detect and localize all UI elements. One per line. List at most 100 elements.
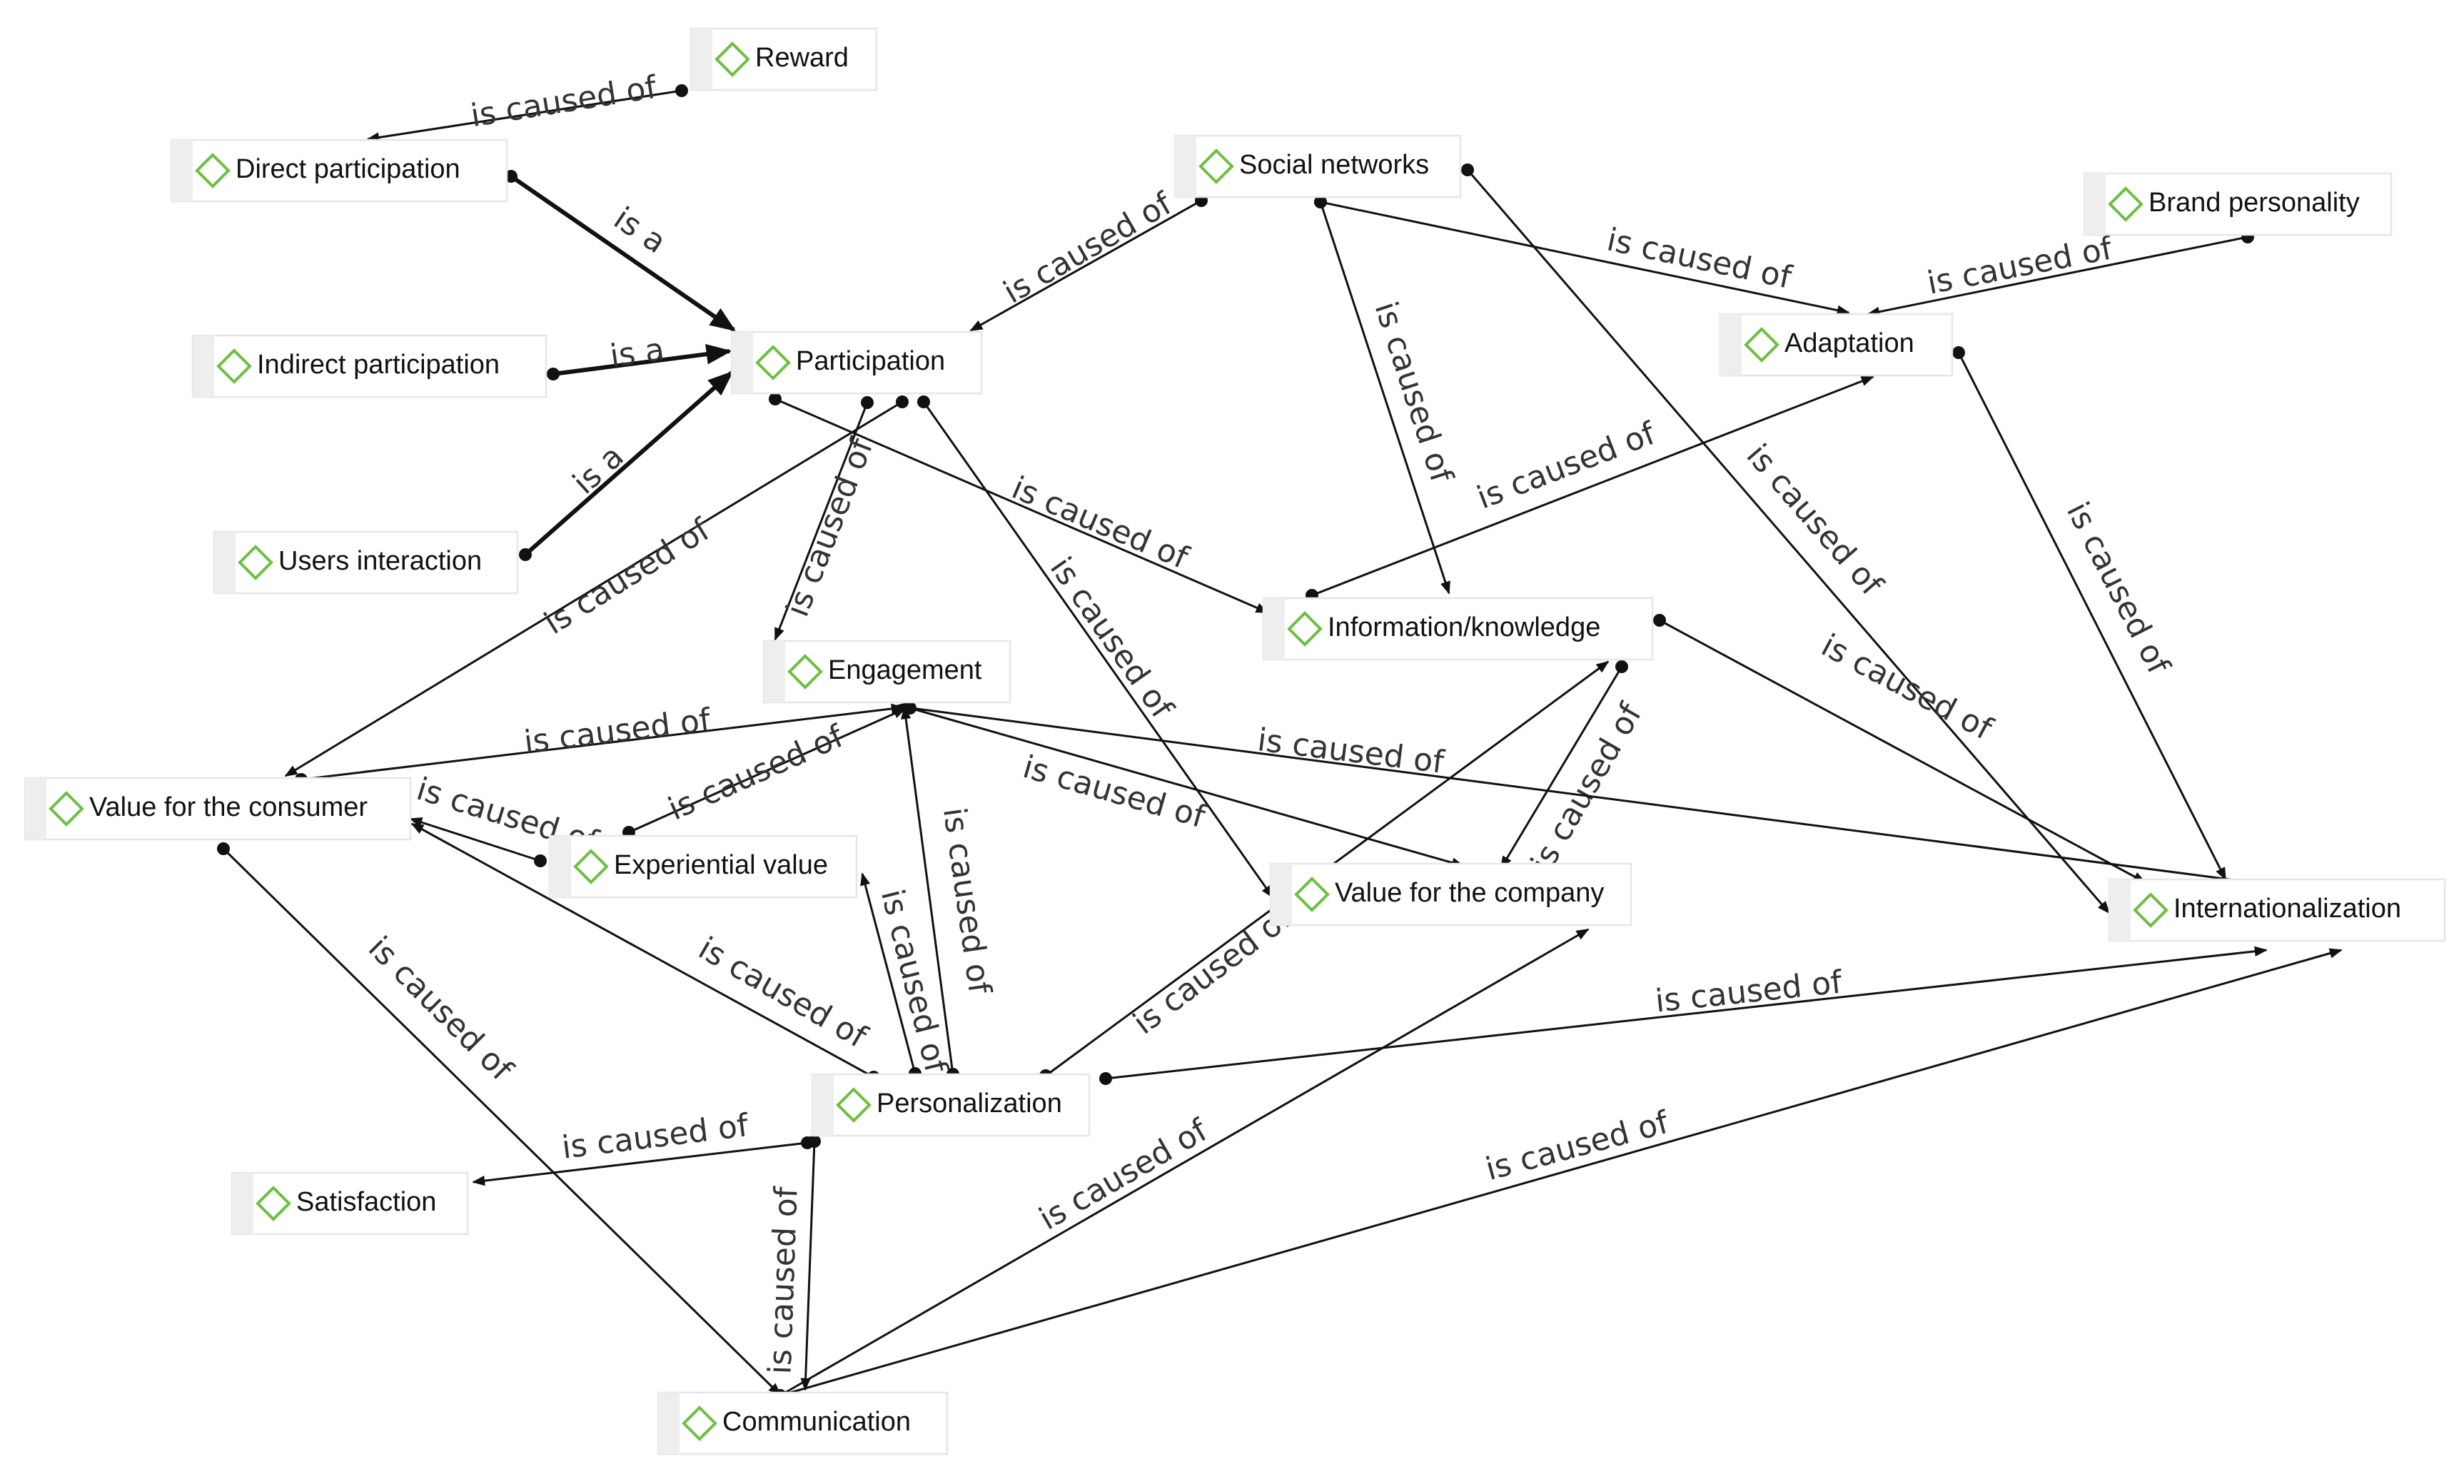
edge-source-dot xyxy=(1615,660,1628,673)
node-label: Direct participation xyxy=(236,154,460,184)
edge-label: is caused of xyxy=(936,805,998,997)
node-personalization[interactable]: Personalization xyxy=(811,1073,1091,1137)
edge-social-to-info[interactable]: is caused of xyxy=(1314,196,1460,595)
edge-line[interactable] xyxy=(900,706,954,1075)
edge-participation-to-engagement[interactable]: is caused of xyxy=(774,396,881,641)
concept-diamond-icon xyxy=(573,849,609,884)
edge-line[interactable] xyxy=(301,703,904,781)
edge-communication-to-intl[interactable]: is caused of xyxy=(774,948,2343,1402)
node-users[interactable]: Users interaction xyxy=(213,530,519,595)
node-direct[interactable]: Direct participation xyxy=(170,138,508,203)
node-experiential[interactable]: Experiential value xyxy=(548,834,858,899)
edge-line[interactable] xyxy=(1319,201,1450,595)
edge-line[interactable] xyxy=(894,702,2274,887)
node-label: Brand personality xyxy=(2149,188,2360,218)
node-box[interactable] xyxy=(1719,313,1954,377)
node-box[interactable] xyxy=(811,1073,1091,1137)
edge-line[interactable] xyxy=(779,928,1590,1397)
node-social[interactable]: Social networks xyxy=(1173,134,1462,198)
edge-line[interactable] xyxy=(524,370,734,557)
node-side-tab xyxy=(2084,173,2106,235)
node-box[interactable] xyxy=(213,530,519,595)
edge-indirect-to-participation[interactable]: is a xyxy=(547,331,732,380)
edge-line[interactable] xyxy=(1500,666,1623,869)
edge-line[interactable] xyxy=(860,872,917,1074)
edge-line[interactable] xyxy=(774,402,869,641)
node-box[interactable] xyxy=(690,27,878,91)
edge-line[interactable] xyxy=(922,401,1274,899)
node-communication[interactable]: Communication xyxy=(657,1391,949,1455)
edge-line[interactable] xyxy=(628,707,907,834)
edge-line[interactable] xyxy=(366,89,682,143)
edge-source-dot xyxy=(1314,196,1327,208)
node-label: Users interaction xyxy=(278,546,482,576)
edge-line[interactable] xyxy=(510,174,736,332)
edge-label: is caused of xyxy=(779,433,881,622)
concept-diamond-icon xyxy=(1287,611,1323,647)
edge-line[interactable] xyxy=(472,1141,808,1186)
node-box[interactable] xyxy=(1269,862,1632,927)
edge-engagement-to-vcompany[interactable]: is caused of xyxy=(904,702,1465,868)
node-brand[interactable]: Brand personality xyxy=(2083,172,2393,236)
node-box[interactable] xyxy=(24,777,412,841)
edge-reward-to-direct[interactable]: is caused of xyxy=(366,69,688,143)
edge-line[interactable] xyxy=(779,948,2343,1397)
node-vconsumer[interactable]: Value for the consumer xyxy=(24,777,412,841)
edge-direct-to-participation[interactable]: is a xyxy=(505,170,736,332)
edge-label: is caused of xyxy=(1019,749,1210,836)
edge-line[interactable] xyxy=(284,400,903,777)
node-vcompany[interactable]: Value for the company xyxy=(1269,862,1632,927)
edge-brand-to-adaptation[interactable]: is caused of xyxy=(1867,230,2254,317)
edge-personalization-to-communication[interactable]: is caused of xyxy=(762,1135,821,1391)
edge-line[interactable] xyxy=(1957,352,2227,881)
edge-info-to-vcompany[interactable]: is caused of xyxy=(1500,660,1650,878)
edge-line[interactable] xyxy=(1311,375,1874,597)
edge-line[interactable] xyxy=(552,343,732,376)
edge-label: is caused of xyxy=(762,1185,804,1375)
edge-line[interactable] xyxy=(409,817,541,862)
edge-line[interactable] xyxy=(410,822,874,1079)
node-participation[interactable]: Participation xyxy=(730,330,983,395)
node-adaptation[interactable]: Adaptation xyxy=(1719,313,1954,377)
edge-social-to-participation[interactable]: is caused of xyxy=(969,185,1208,332)
concept-diamond-icon xyxy=(682,1405,717,1441)
node-box[interactable] xyxy=(1173,134,1462,198)
edge-line[interactable] xyxy=(1105,946,2268,1080)
concept-diamond-icon xyxy=(1294,877,1330,912)
edge-line[interactable] xyxy=(1466,169,2111,914)
edge-line[interactable] xyxy=(800,1141,816,1391)
edge-label: is caused of xyxy=(997,185,1178,311)
node-box[interactable] xyxy=(762,640,1011,704)
node-reward[interactable]: Reward xyxy=(690,27,878,91)
node-label: Social networks xyxy=(1239,150,1429,180)
node-label: Information/knowledge xyxy=(1328,612,1600,642)
edge-line[interactable] xyxy=(222,847,782,1396)
node-side-tab xyxy=(732,332,753,393)
node-engagement[interactable]: Engagement xyxy=(762,640,1011,704)
node-side-tab xyxy=(764,641,785,702)
edge-line[interactable] xyxy=(1320,201,1850,316)
edge-info-to-intl[interactable]: is caused of xyxy=(1653,614,2146,884)
edge-label: is caused of xyxy=(1815,627,1999,748)
node-side-tab xyxy=(658,1393,680,1454)
edge-social-to-adaptation[interactable]: is caused of xyxy=(1314,196,1850,316)
node-box[interactable] xyxy=(2083,172,2393,236)
edge-line[interactable] xyxy=(909,707,1465,868)
node-box[interactable] xyxy=(548,834,858,899)
edge-label: is caused of xyxy=(1604,221,1796,296)
node-satisfaction[interactable]: Satisfaction xyxy=(231,1171,469,1236)
edge-line[interactable] xyxy=(1659,619,2146,884)
node-info[interactable]: Information/knowledge xyxy=(1262,597,1654,661)
node-intl[interactable]: Internationalization xyxy=(2108,878,2446,942)
concept-diamond-icon xyxy=(1744,327,1779,363)
node-indirect[interactable]: Indirect participation xyxy=(191,334,547,398)
edge-line[interactable] xyxy=(774,398,1269,614)
edge-line[interactable] xyxy=(969,199,1202,332)
node-box[interactable] xyxy=(1262,597,1654,661)
edge-personalization-to-intl[interactable]: is caused of xyxy=(1099,946,2268,1085)
edge-label: is caused of xyxy=(1654,964,1845,1019)
edge-line[interactable] xyxy=(1867,236,2248,317)
node-box[interactable] xyxy=(730,330,983,395)
edge-source-dot xyxy=(1653,614,1666,627)
